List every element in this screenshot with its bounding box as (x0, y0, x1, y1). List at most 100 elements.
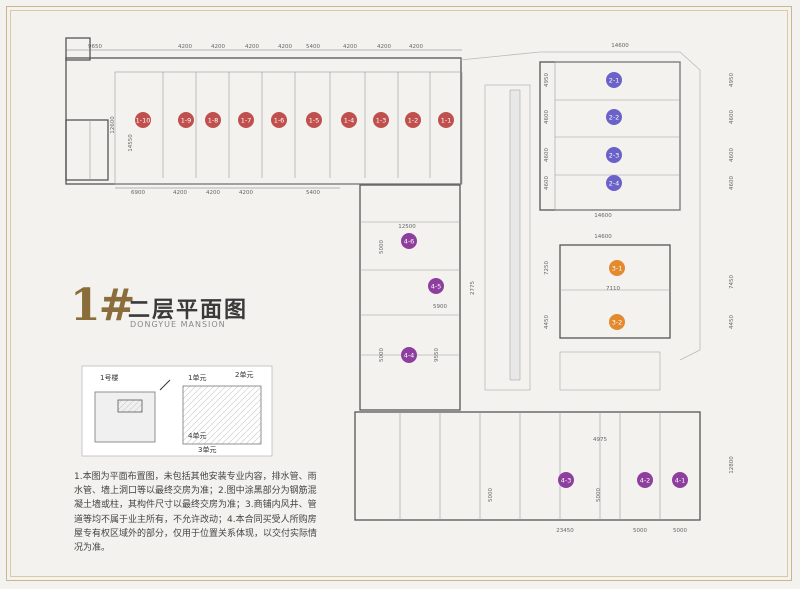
key-plan-building-label: 1号楼 (100, 373, 118, 382)
dim-bottom: 4200 (239, 190, 253, 196)
shop-badge (609, 314, 625, 330)
dim-right-col-outer: 4950 (729, 73, 735, 87)
shop-number: 4-3 (561, 477, 572, 485)
shop-badge (672, 472, 688, 488)
shop-badge (606, 109, 622, 125)
dim-top: 9650 (88, 44, 102, 50)
shop-badge (606, 72, 622, 88)
shop-number: 4-1 (675, 477, 686, 485)
inner-frame (10, 10, 788, 577)
dim-bottom: 6900 (131, 190, 145, 196)
shop-badge (135, 112, 151, 128)
shop-number: 3-1 (612, 265, 623, 273)
dim-right-col: 4600 (544, 110, 550, 124)
dim-top: 4200 (278, 44, 292, 50)
dim-4975: 4975 (593, 437, 607, 443)
dim-9550: 9550 (434, 348, 440, 362)
dim-7450: 7450 (729, 275, 735, 289)
dim-bottom: 4200 (173, 190, 187, 196)
dim-top: 4200 (178, 44, 192, 50)
dim-left: 14550 (128, 134, 134, 152)
dim-right-col-outer: 4600 (729, 148, 735, 162)
shop-number: 4-6 (404, 238, 415, 246)
ramp (509, 89, 521, 381)
dim-14600b: 14600 (594, 234, 612, 240)
dim-inner-left: 12600 (110, 116, 116, 134)
dim-bottom: 5400 (306, 190, 320, 196)
shop-number: 1-7 (241, 117, 252, 125)
shop-badge (438, 112, 454, 128)
shop-number: 3-2 (612, 319, 623, 327)
shop-badge (428, 278, 444, 294)
key-plan-unit-1: 1单元 (188, 373, 206, 382)
block-2-inner (554, 61, 681, 211)
shop-number: 1-8 (208, 117, 219, 125)
key-plan-unit-4: 4单元 (188, 431, 206, 440)
shop-number: 2-3 (609, 152, 620, 160)
shop-number: 1-5 (309, 117, 320, 125)
dim-14600: 14600 (594, 213, 612, 219)
dim-7250: 7250 (544, 261, 550, 275)
stair-core-left (65, 119, 109, 181)
dim-5000-lower-a: 5000 (488, 488, 494, 502)
key-plan-unit-3: 3单元 (198, 445, 216, 454)
shop-number: 4-2 (640, 477, 651, 485)
shop-number: 1-4 (344, 117, 355, 125)
dim-right-col-outer: 4600 (729, 110, 735, 124)
dim-5000: 5000 (379, 240, 385, 254)
outer-frame (6, 6, 792, 581)
plan-subtitle: DONGYUE MANSION (130, 320, 226, 329)
dim-bottom: 4200 (206, 190, 220, 196)
shop-number: 1-9 (181, 117, 192, 125)
dim-right-col-outer: 4600 (729, 176, 735, 190)
key-plan-site (94, 391, 156, 443)
shop-number: 1-2 (408, 117, 419, 125)
top-wing-outline (65, 57, 462, 185)
shop-badge (606, 175, 622, 191)
shop-number: 1-1 (441, 117, 452, 125)
shop-number: 1-6 (274, 117, 285, 125)
shop-number: 2-1 (609, 77, 620, 85)
shop-number: 1-10 (136, 117, 151, 125)
dim-4450b: 4450 (729, 315, 735, 329)
dim-7110: 7110 (606, 286, 620, 292)
dim-right-col: 4600 (544, 148, 550, 162)
dim-top: 4200 (245, 44, 259, 50)
shop-badge (558, 472, 574, 488)
key-plan (81, 365, 273, 457)
lower-right-court (559, 351, 661, 391)
dim-5900: 5900 (433, 304, 447, 310)
stair-tower (65, 37, 91, 61)
dim-5000-lower-d: 5000 (673, 528, 687, 534)
shop-badge (306, 112, 322, 128)
middle-core-outline (359, 184, 461, 411)
shop-number: 1-3 (376, 117, 387, 125)
shop-number: 2-4 (609, 180, 620, 188)
dim-top: 4200 (211, 44, 225, 50)
shop-badge (205, 112, 221, 128)
shop-badge (271, 112, 287, 128)
dim-4450: 4450 (544, 315, 550, 329)
shop-row-zone (114, 71, 463, 185)
building-number: 1# (70, 280, 135, 331)
north-arrow (159, 379, 171, 391)
dim-top: 4200 (409, 44, 423, 50)
key-plan-units (182, 385, 262, 445)
key-plan-unit-2: 2单元 (235, 370, 253, 379)
dim-12800: 12800 (729, 456, 735, 474)
shop-number: 4-4 (404, 352, 415, 360)
plan-title: 二层平面图 (128, 298, 249, 323)
shop-badge (606, 147, 622, 163)
dim-top: 4200 (343, 44, 357, 50)
shop-badge (609, 260, 625, 276)
shop-badge (401, 347, 417, 363)
dim-2775: 2775 (470, 281, 476, 295)
dim-5000-lower-b: 5000 (596, 488, 602, 502)
dim-5000-lower-c: 5000 (633, 528, 647, 534)
shop-badge (405, 112, 421, 128)
lower-block-outline (354, 411, 701, 521)
dim-top: 5400 (306, 44, 320, 50)
shop-number: 4-5 (431, 283, 442, 291)
corridor-outline (484, 84, 531, 391)
shop-badge (341, 112, 357, 128)
